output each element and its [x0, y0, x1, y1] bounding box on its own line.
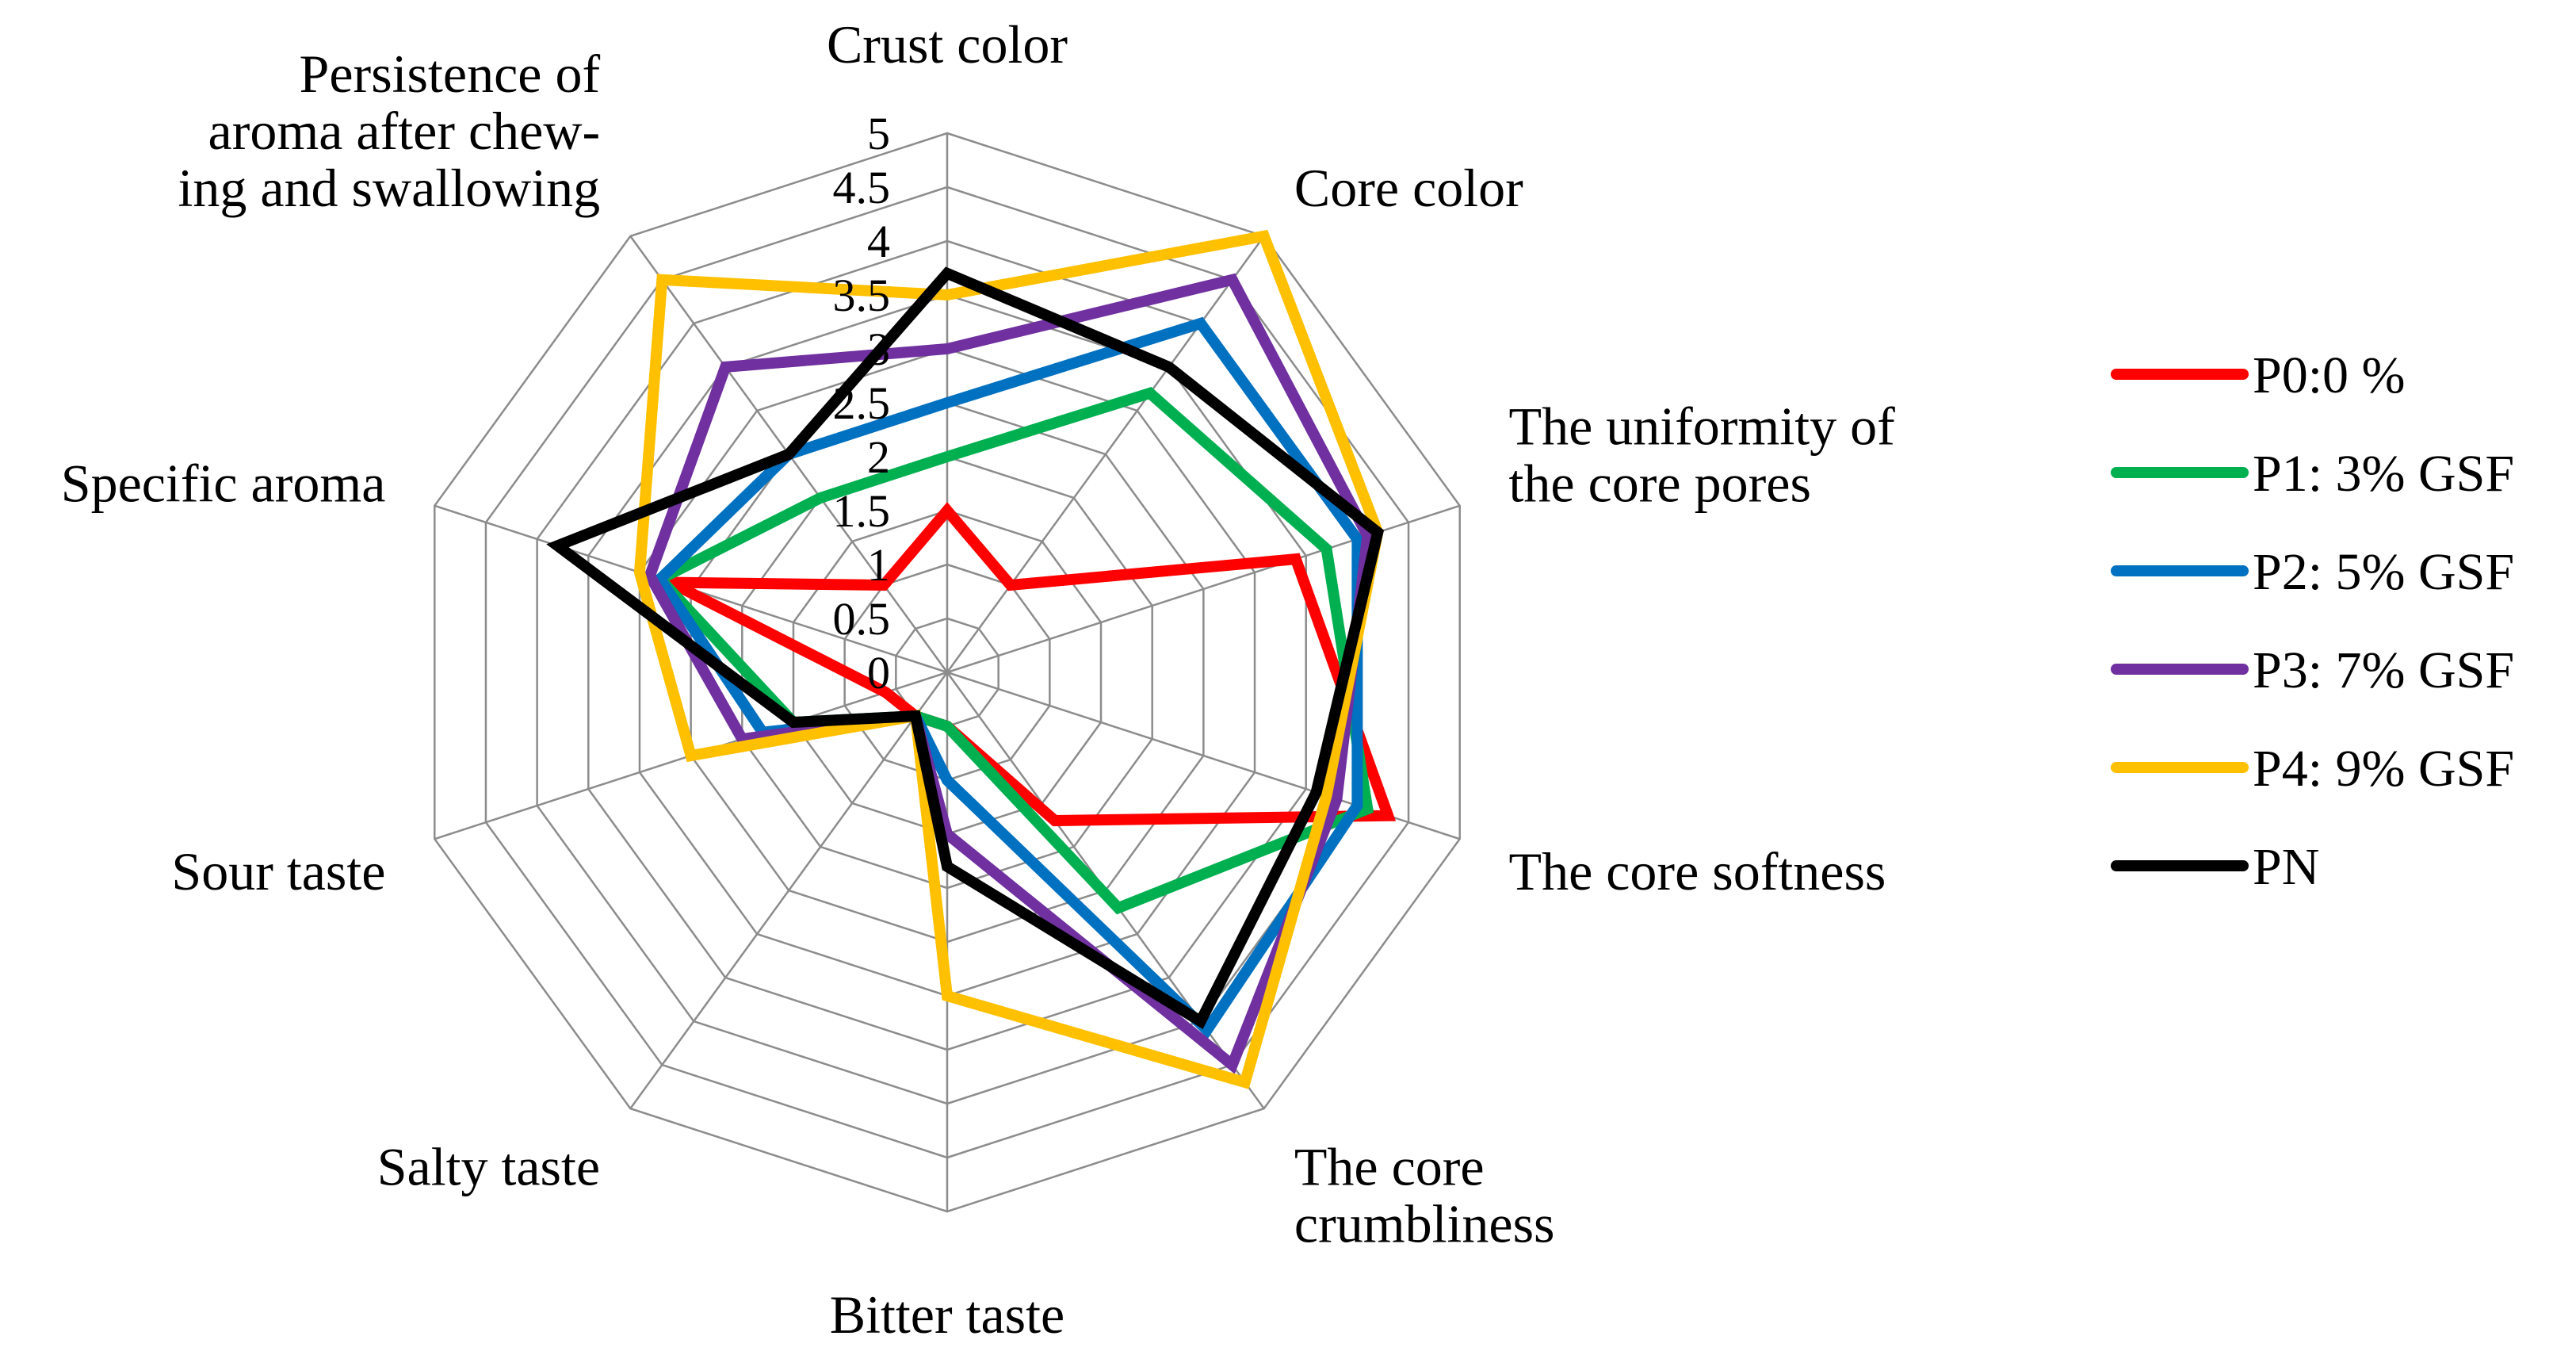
legend: P0:0 % P1: 3% GSF P2: 5% GSF P3: 7% GSF P4: … [2111, 346, 2514, 896]
category-label: Specific aroma [61, 454, 386, 514]
legend-label: P0:0 % [2253, 346, 2406, 404]
category-label: Core color [1294, 158, 1523, 218]
radar-series [546, 229, 1397, 1089]
tick-label: 4.5 [833, 162, 891, 213]
series-line-2 [652, 316, 1363, 1039]
tick-label: 2 [867, 431, 890, 483]
series-line-5 [546, 266, 1385, 1030]
tick-label: 2.5 [833, 377, 891, 429]
tick-label: 3.5 [833, 270, 891, 321]
tick-label: 5 [867, 108, 890, 159]
legend-label: P3: 7% GSF [2253, 641, 2514, 699]
tick-label: 0.5 [833, 593, 891, 645]
category-label: Sour taste [171, 841, 385, 901]
category-label: The core softness [1509, 841, 1886, 901]
tick-label: 0 [867, 647, 890, 699]
legend-label: P4: 9% GSF [2253, 740, 2514, 798]
series-line-4 [633, 229, 1384, 1089]
category-label: Crust color [827, 14, 1068, 75]
tick-label: 3 [867, 323, 890, 375]
legend-label: P2: 5% GSF [2253, 543, 2514, 601]
radial-tick-labels: 00.511.522.533.544.55 [833, 108, 891, 699]
tick-label: 1 [867, 539, 890, 591]
grid-spoke [946, 235, 1265, 673]
series-line-3 [644, 273, 1374, 1074]
legend-label: P1: 3% GSF [2253, 445, 2514, 503]
grid-spoke [629, 672, 949, 1109]
category-label: Bitter taste [830, 1284, 1064, 1345]
category-label: Salty taste [377, 1136, 600, 1196]
legend-label: PN [2253, 838, 2319, 896]
series-line-1 [651, 387, 1374, 915]
tick-label: 4 [867, 216, 890, 267]
tick-label: 1.5 [833, 485, 891, 537]
